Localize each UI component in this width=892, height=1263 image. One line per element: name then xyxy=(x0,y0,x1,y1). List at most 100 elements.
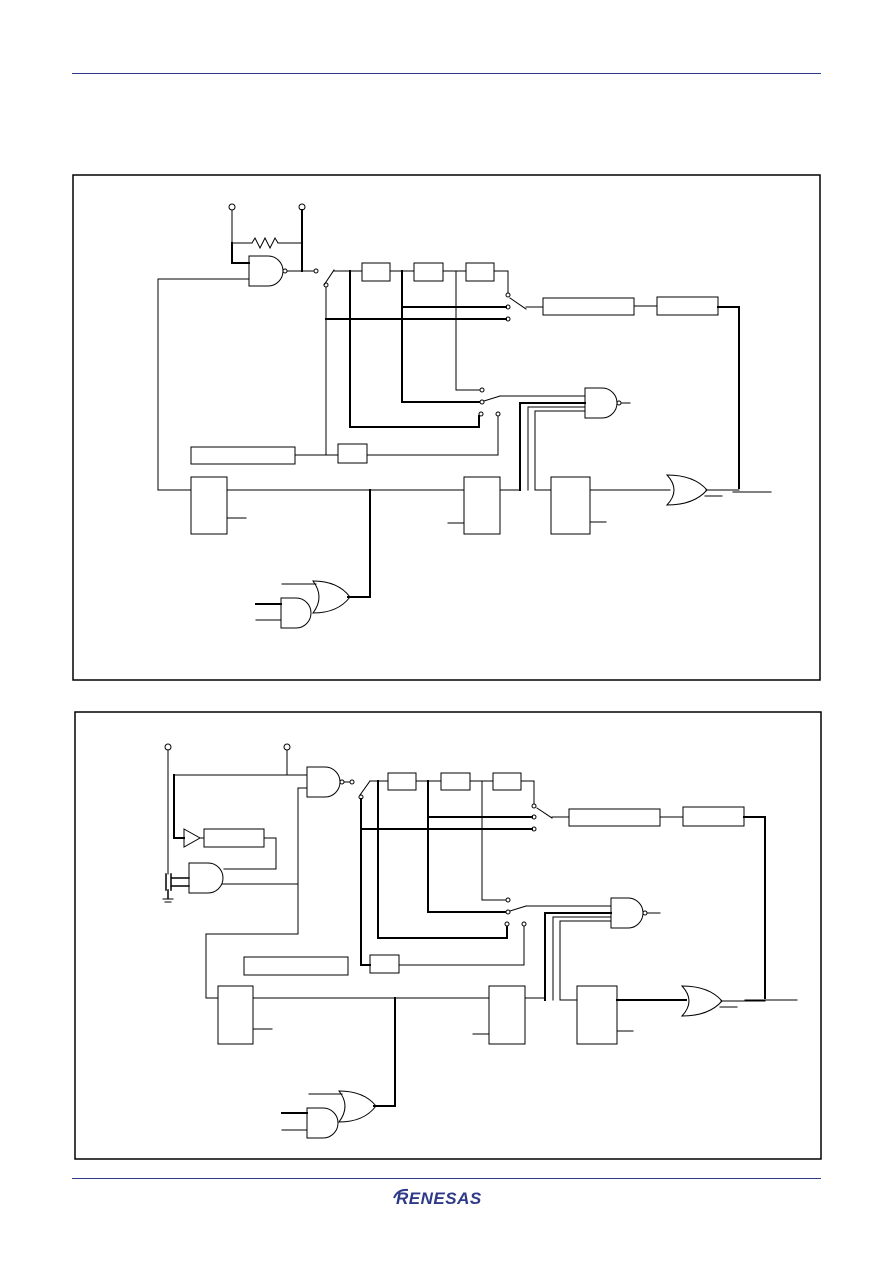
wire xyxy=(401,306,480,403)
or-gate xyxy=(312,580,351,614)
switch-contact xyxy=(531,803,537,809)
wire xyxy=(743,816,766,999)
switch-contact xyxy=(505,909,511,915)
counter-block xyxy=(542,297,635,316)
switch-contact xyxy=(521,921,527,927)
delay-block xyxy=(440,772,471,791)
wire xyxy=(366,415,499,456)
latch-block xyxy=(217,985,254,1045)
terminal xyxy=(164,743,172,751)
latch-block xyxy=(190,476,228,535)
delay-block xyxy=(413,262,444,282)
switch-lever xyxy=(483,395,501,402)
wire xyxy=(415,780,535,804)
delay-block xyxy=(203,828,265,848)
wire xyxy=(223,837,277,870)
and-gate xyxy=(188,862,224,894)
inverter-bubble xyxy=(339,779,345,785)
wire xyxy=(401,270,507,308)
or-gate xyxy=(680,985,723,1017)
wire xyxy=(455,270,480,391)
switch-lever xyxy=(509,297,527,310)
or-gate xyxy=(337,1090,377,1123)
or-gate xyxy=(665,474,708,506)
and-gate xyxy=(584,387,618,419)
latch-block xyxy=(576,985,618,1045)
wire xyxy=(377,780,508,939)
wire xyxy=(349,270,480,428)
wire xyxy=(205,787,299,999)
switch-lever xyxy=(536,807,553,819)
wire xyxy=(427,816,506,913)
delay-block xyxy=(361,262,391,282)
switch-contact xyxy=(313,268,319,274)
switch-contact xyxy=(495,411,501,417)
circuit-diagram-2 xyxy=(74,711,822,1160)
delay-block xyxy=(337,443,368,464)
switch-contact xyxy=(478,411,484,417)
switch-contact xyxy=(505,897,511,903)
switch-contact xyxy=(349,779,355,785)
delay-block xyxy=(369,954,400,974)
resistor xyxy=(251,236,279,250)
wire xyxy=(373,997,396,1107)
output-block xyxy=(656,296,719,316)
inverter-bubble xyxy=(282,268,288,274)
and-gate xyxy=(306,1107,339,1139)
delay-block xyxy=(387,772,417,791)
footer-rule xyxy=(72,1178,821,1179)
wire xyxy=(427,780,533,818)
wire xyxy=(481,780,506,901)
wire xyxy=(173,774,185,839)
wire xyxy=(325,286,339,456)
renesas-logo: RENESAS xyxy=(393,1188,482,1208)
latch-block xyxy=(550,476,591,535)
wire xyxy=(347,489,371,598)
nand-gate xyxy=(248,255,284,287)
wire xyxy=(398,925,525,966)
nand-gate xyxy=(306,766,341,798)
register-block xyxy=(190,446,296,465)
inverter-bubble xyxy=(616,400,622,406)
logo-swoosh xyxy=(393,1188,409,1199)
wire xyxy=(717,306,740,489)
latch-block xyxy=(463,476,501,535)
wire xyxy=(719,999,798,1008)
and-gate xyxy=(280,597,312,629)
latch-block xyxy=(488,985,526,1045)
inverter-bubble xyxy=(642,910,648,916)
register-block xyxy=(243,956,349,976)
terminal xyxy=(283,743,291,751)
wire xyxy=(231,242,250,264)
switch-contact xyxy=(479,387,485,393)
switch-contact xyxy=(479,399,485,405)
ground-symbol xyxy=(162,898,174,903)
wire xyxy=(231,209,253,244)
output-block xyxy=(682,806,745,827)
wire xyxy=(544,912,612,1001)
wire xyxy=(527,406,586,491)
terminal xyxy=(228,203,236,211)
circuit-diagram-1 xyxy=(72,174,821,681)
wire xyxy=(519,402,586,491)
logo-text: RENESAS xyxy=(396,1189,482,1208)
delay-block xyxy=(492,772,522,791)
and-gate xyxy=(610,897,644,929)
switch-lever xyxy=(323,269,335,286)
wire xyxy=(360,798,371,966)
wire xyxy=(552,916,612,1001)
counter-block xyxy=(568,808,661,827)
switch-contact xyxy=(504,921,510,927)
transistor xyxy=(165,873,190,899)
switch-contact xyxy=(505,292,511,298)
wire xyxy=(559,920,612,1001)
buffer-gate xyxy=(183,828,202,848)
delay-block xyxy=(465,262,495,282)
figure-frame xyxy=(74,711,822,1160)
switch-lever xyxy=(359,780,371,796)
figure-frame xyxy=(72,174,821,681)
header-rule xyxy=(72,73,821,74)
wire xyxy=(534,410,586,491)
wire xyxy=(157,278,250,491)
